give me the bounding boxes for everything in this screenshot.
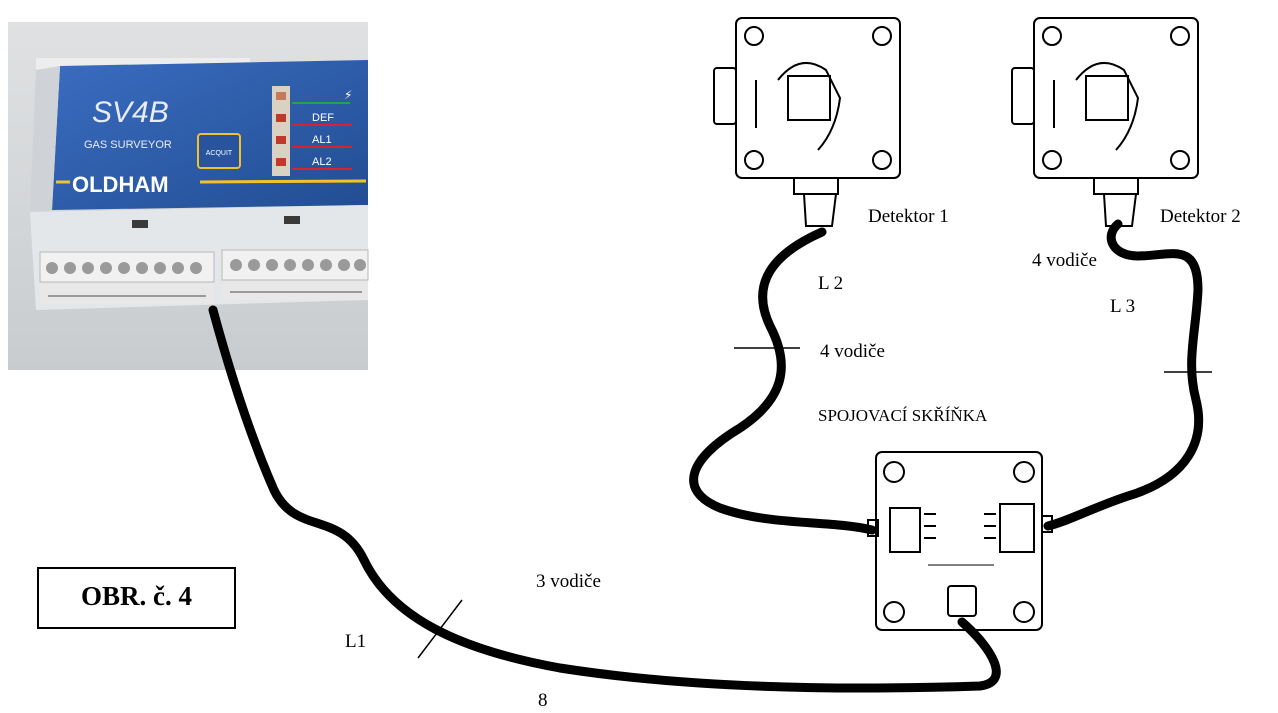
detector-1-label: Detektor 1	[868, 206, 949, 227]
detector-2-label: Detektor 2	[1160, 206, 1241, 227]
controller-device-photo: ⚡ DEF AL1 AL2 SV4B GAS SURVEYOR ACQUIT O…	[8, 22, 369, 370]
cable-l3	[1043, 219, 1204, 531]
cable-l3-name-label: L 3	[1110, 296, 1136, 317]
junction-box-label: SPOJOVACÍ SKŘÍŇKA	[818, 406, 988, 425]
indicator-def-label: DEF	[312, 112, 334, 124]
terminal-block-right	[221, 249, 369, 281]
detector-1-drawing	[713, 17, 901, 227]
cable-l1	[208, 305, 1001, 693]
cable-l1-name-label: L1	[345, 631, 367, 652]
cable-l1-wires-label: 3 vodiče	[536, 571, 601, 592]
cable-l3-wires-label: 4 vodiče	[1032, 250, 1097, 271]
cable-l2-wires-label: 4 vodiče	[820, 341, 885, 362]
junction-box-drawing	[867, 451, 1053, 631]
indicator-al1-label: AL1	[312, 134, 332, 146]
terminal-block-left	[39, 251, 215, 283]
device-brand-label: OLDHAM	[72, 172, 169, 197]
cable-l1-extra-label: 8	[538, 690, 548, 711]
power-symbol-icon: ⚡	[344, 88, 352, 102]
tick-mark-l1	[417, 599, 463, 659]
cable-l2-name-label: L 2	[818, 273, 844, 294]
cable-l2	[689, 227, 877, 535]
detector-2-drawing	[1011, 17, 1199, 227]
acquit-button-label: ACQUIT	[206, 150, 233, 157]
acquit-button	[197, 133, 241, 169]
device-subtitle-label: GAS SURVEYOR	[84, 139, 172, 151]
indicator-al2-label: AL2	[312, 156, 332, 168]
figure-label: OBR. č. 4	[81, 581, 192, 611]
figure-label-box: OBR. č. 4	[37, 567, 236, 629]
device-model-label: SV4B	[92, 96, 169, 129]
